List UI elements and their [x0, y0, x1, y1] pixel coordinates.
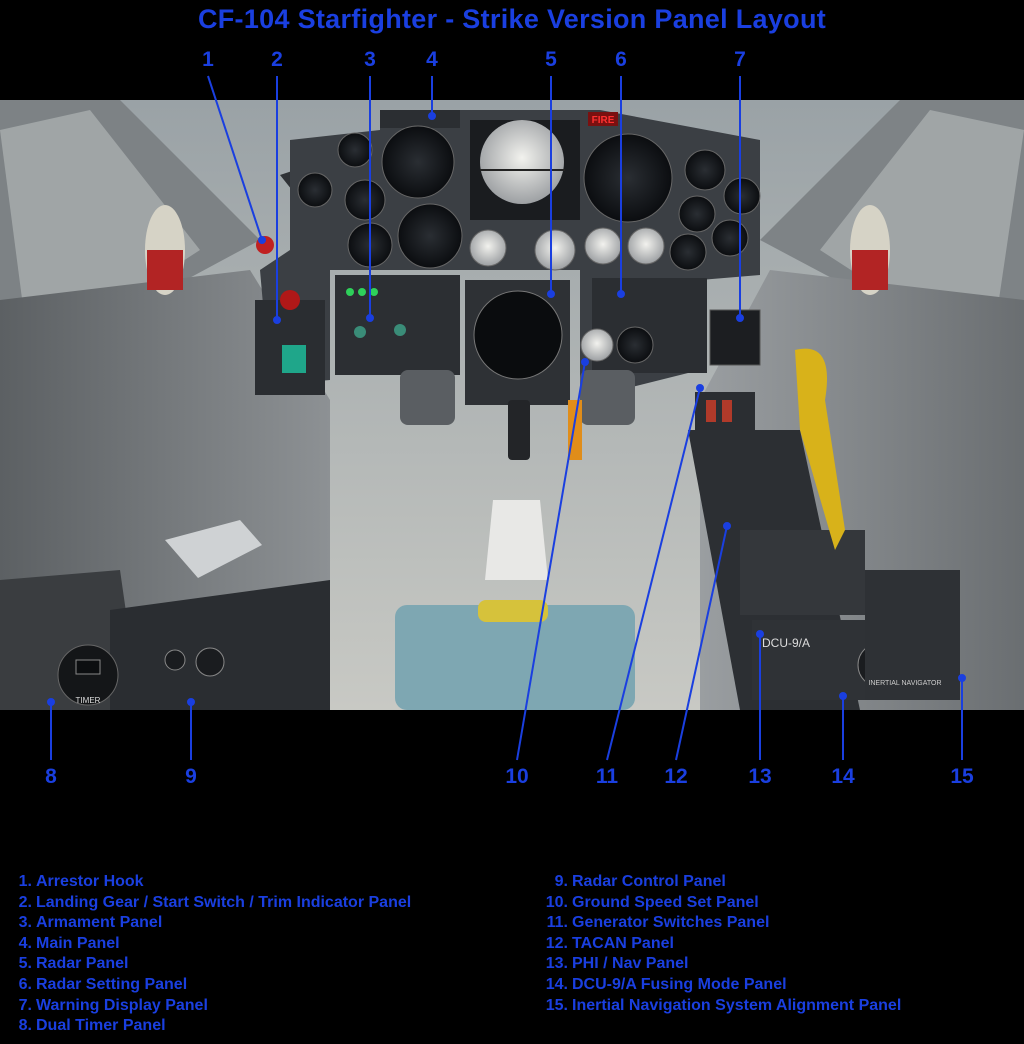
callout-13: 13 [748, 765, 772, 788]
legend-item: 1.Arrestor Hook [10, 872, 411, 893]
leader-dot-3 [366, 314, 374, 322]
callout-5: 5 [545, 48, 557, 71]
leader-dot-8 [47, 698, 55, 706]
legend-number: 15. [545, 996, 568, 1014]
legend-number: 9. [554, 873, 568, 890]
leader-dot-10 [581, 358, 589, 366]
legend-text: TACAN Panel [572, 934, 674, 952]
dcu-label: DCU-9/A [762, 636, 810, 650]
leader-line-12 [675, 525, 728, 761]
legend-item: 3.Armament Panel [10, 913, 411, 934]
legend-item: 15.Inertial Navigation System Alignment … [536, 996, 902, 1017]
legend-text: Radar Panel [36, 955, 129, 973]
leader-dot-5 [547, 290, 555, 298]
legend-number: 11. [546, 914, 568, 932]
legend-item: 2.Landing Gear / Start Switch / Trim Ind… [10, 893, 412, 914]
leader-dot-14 [839, 692, 847, 700]
callout-6: 6 [615, 48, 627, 71]
callout-12: 12 [664, 765, 688, 788]
legend-text: PHI / Nav Panel [572, 955, 689, 973]
timer-label: TIMER [76, 696, 101, 705]
legend-item: 9.Radar Control Panel [536, 872, 901, 893]
legend-item: 10.Ground Speed Set Panel [536, 893, 901, 914]
legend-text: Landing Gear / Start Switch / Trim Indic… [36, 893, 412, 911]
leader-line-11 [606, 387, 701, 761]
legend-right: 9.Radar Control Panel 10.Ground Speed Se… [536, 872, 902, 1017]
leader-dot-12 [723, 522, 731, 530]
legend-number: 1. [18, 873, 32, 890]
legend-number: 14. [545, 975, 568, 993]
legend-number: 2. [18, 893, 32, 911]
leader-dot-1 [258, 236, 266, 244]
legend-text: Dual Timer Panel [36, 1017, 166, 1035]
callout-3: 3 [364, 48, 376, 71]
legend-number: 6. [18, 975, 32, 993]
callout-2: 2 [271, 48, 283, 71]
legend-text: Main Panel [36, 934, 120, 952]
callout-15: 15 [950, 765, 974, 788]
legend-text: Warning Display Panel [36, 996, 208, 1014]
legend-text: Ground Speed Set Panel [572, 893, 759, 911]
callout-7: 7 [734, 48, 746, 71]
cockpit-image: FIRE [0, 100, 1024, 710]
callout-1: 1 [202, 48, 214, 71]
leader-dot-13 [756, 630, 764, 638]
legend-item: 13.PHI / Nav Panel [536, 954, 901, 975]
leader-dot-7 [736, 314, 744, 322]
legend-text: DCU-9/A Fusing Mode Panel [572, 975, 787, 993]
legend-item: 8.Dual Timer Panel [10, 1016, 411, 1037]
callout-4: 4 [426, 48, 438, 71]
legend-text: Generator Switches Panel [572, 914, 770, 932]
callout-14: 14 [831, 765, 855, 788]
legend-number: 8. [18, 1017, 32, 1035]
diagram-title: CF-104 Starfighter - Strike Version Pane… [197, 4, 827, 34]
legend-item: 14.DCU-9/A Fusing Mode Panel [536, 975, 901, 996]
legend-item: 12.TACAN Panel [536, 934, 901, 955]
callout-10: 10 [505, 765, 529, 788]
legend-number: 12. [545, 934, 568, 952]
legend-text: Radar Setting Panel [36, 975, 188, 993]
legend-text: Armament Panel [36, 914, 163, 932]
legend-number: 4. [18, 934, 32, 952]
fire-placard: FIRE [592, 115, 615, 126]
legend-item: 4.Main Panel [10, 934, 411, 955]
legend-text: Arrestor Hook [36, 873, 144, 890]
inertial-navigator-label: INERTIAL NAVIGATOR [868, 680, 941, 687]
leader-line-10 [516, 361, 586, 761]
legend-item: 5.Radar Panel [10, 954, 411, 975]
legend-left: 1.Arrestor Hook 2.Landing Gear / Start S… [10, 872, 412, 1037]
legend-item: 7.Warning Display Panel [10, 996, 411, 1017]
leader-dot-6 [617, 290, 625, 298]
legend-number: 13. [545, 955, 568, 973]
legend-number: 3. [18, 914, 32, 932]
leader-dot-15 [958, 674, 966, 682]
legend-item: 11.Generator Switches Panel [536, 913, 901, 934]
leader-dot-2 [273, 316, 281, 324]
legend-item: 6.Radar Setting Panel [10, 975, 411, 996]
callout-8: 8 [45, 765, 57, 788]
leader-dot-9 [187, 698, 195, 706]
legend-text: Radar Control Panel [572, 873, 726, 890]
callout-11: 11 [595, 765, 619, 788]
leader-dot-4 [428, 112, 436, 120]
legend-number: 5. [18, 955, 32, 973]
legend-number: 10. [545, 893, 568, 911]
legend-text: Inertial Navigation System Alignment Pan… [572, 996, 902, 1014]
leader-line-1 [207, 75, 263, 241]
legend-number: 7. [18, 996, 32, 1014]
leader-dot-11 [696, 384, 704, 392]
callout-9: 9 [185, 765, 197, 788]
